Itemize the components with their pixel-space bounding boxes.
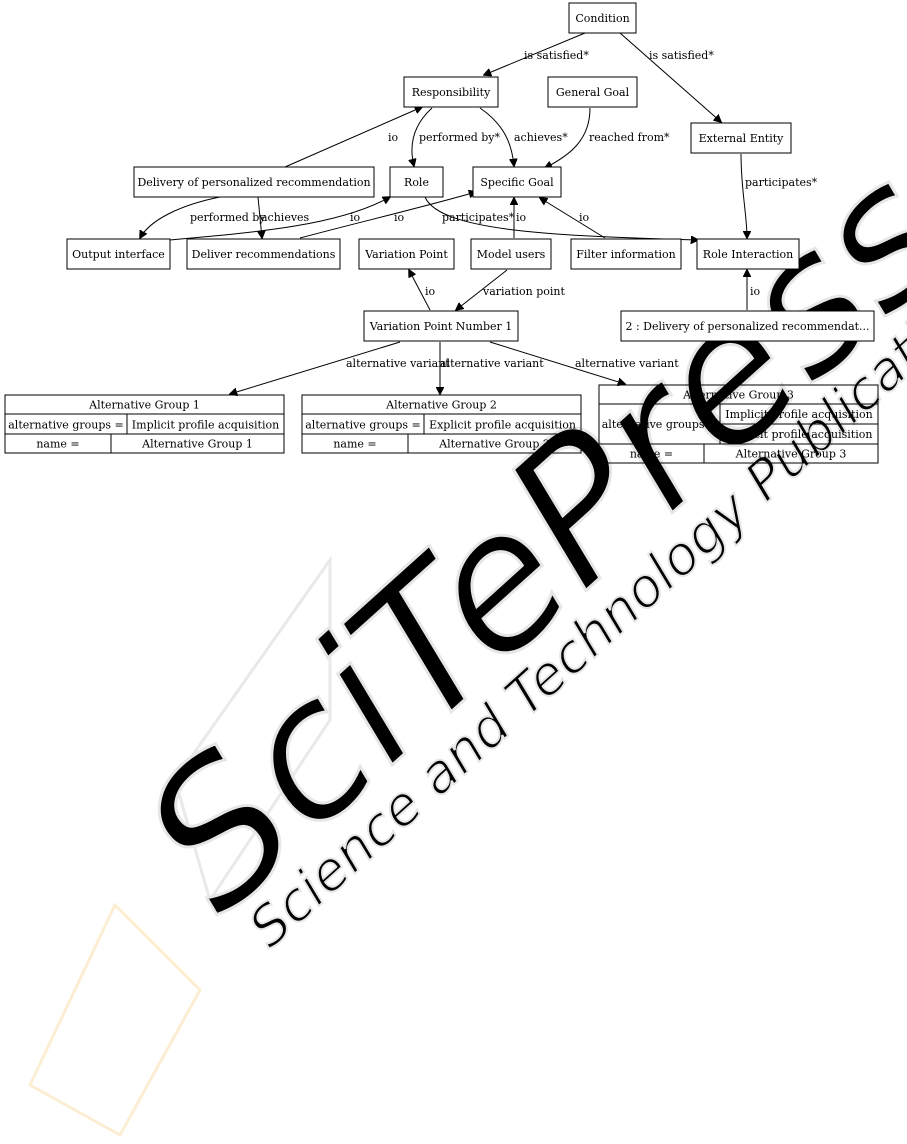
table-2-key-name: name = bbox=[333, 438, 376, 451]
table-alternative-group-3: Alternative Group 3 alternative groups =… bbox=[598, 384, 879, 464]
edge-label-alt-variant-1: alternative variant bbox=[346, 357, 450, 370]
node-responsibility: Responsibility bbox=[403, 76, 499, 108]
node-delivery-label: Delivery of personalized recommendation bbox=[137, 176, 370, 189]
node-delivery-2: 2 : Delivery of personalized recommendat… bbox=[620, 310, 875, 342]
node-general-goal: General Goal bbox=[547, 76, 638, 108]
table-1-key-groups: alternative groups = bbox=[8, 419, 123, 432]
node-external-entity-label: External Entity bbox=[699, 132, 785, 145]
edge-label-achieves-star: achieves* bbox=[514, 131, 568, 144]
edge-label-participates-1: participates* bbox=[745, 176, 818, 189]
edge-filter-information-specific-goal bbox=[540, 198, 606, 239]
edge-label-alt-variant-3: alternative variant bbox=[575, 357, 679, 370]
table-3-value-groups-1: Implicit profile acquisition bbox=[725, 408, 872, 421]
edge-label-alt-variant-2: alternative variant bbox=[440, 357, 544, 370]
node-specific-goal-label: Specific Goal bbox=[480, 176, 554, 189]
table-3-value-name: Alternative Group 3 bbox=[735, 448, 847, 461]
edge-vpn1-alt-group-1 bbox=[230, 341, 401, 394]
table-1-title: Alternative Group 1 bbox=[88, 399, 200, 412]
table-1-value-name: Alternative Group 1 bbox=[141, 438, 253, 451]
node-delivery-2-label: 2 : Delivery of personalized recommendat… bbox=[625, 320, 869, 333]
table-3-key-groups: alternative groups = bbox=[602, 418, 717, 431]
edge-vpn1-alt-group-3 bbox=[489, 341, 625, 384]
edge-role-role-interaction bbox=[424, 196, 698, 240]
edge-label-achieves: achieves bbox=[261, 211, 310, 224]
edge-delivery-output-interface bbox=[140, 196, 221, 238]
edge-responsibility-specific-goal bbox=[479, 107, 514, 166]
node-output-interface: Output interface bbox=[66, 238, 171, 270]
edge-deliver-recommendations-specific-goal bbox=[299, 192, 476, 239]
node-variation-point-label: Variation Point bbox=[364, 248, 448, 261]
edge-output-interface-role bbox=[169, 197, 390, 241]
node-model-users-label: Model users bbox=[477, 248, 546, 261]
table-1-value-groups: Implicit profile acquisition bbox=[132, 419, 279, 432]
edge-label-io-3: io bbox=[394, 211, 405, 224]
table-1-key-name: name = bbox=[36, 438, 79, 451]
edge-label-reached-from: reached from* bbox=[589, 131, 670, 144]
table-3-value-groups-2: Explicit profile acquisition bbox=[726, 428, 873, 441]
node-deliver-recommendations-label: Deliver recommendations bbox=[192, 248, 336, 261]
edge-external-entity-role-interaction bbox=[740, 153, 747, 238]
node-output-interface-label: Output interface bbox=[72, 248, 165, 261]
edge-label-is-satisfied-2: is satisfied* bbox=[649, 49, 714, 62]
node-general-goal-label: General Goal bbox=[556, 86, 630, 99]
node-filter-information: Filter information bbox=[570, 238, 682, 270]
edge-model-users-vpn1 bbox=[456, 269, 508, 310]
node-delivery-of-personalized-recommendation: Delivery of personalized recommendation bbox=[133, 166, 375, 198]
node-responsibility-label: Responsibility bbox=[412, 86, 491, 99]
edge-label-performed-by: performed by bbox=[190, 211, 266, 224]
table-alternative-group-1: Alternative Group 1 alternative groups =… bbox=[4, 394, 285, 454]
table-alternative-group-2: Alternative Group 2 alternative groups =… bbox=[301, 394, 582, 454]
node-external-entity: External Entity bbox=[690, 122, 792, 154]
edge-condition-responsibility bbox=[484, 32, 586, 75]
node-role-label: Role bbox=[404, 176, 429, 189]
edge-vpn1-variation-point bbox=[409, 270, 431, 311]
node-condition: Condition bbox=[568, 2, 637, 34]
edge-condition-external-entity bbox=[619, 32, 721, 122]
edge-label-variation-point: variation point bbox=[482, 285, 566, 298]
node-deliver-recommendations: Deliver recommendations bbox=[186, 238, 341, 270]
edge-responsibility-role bbox=[412, 107, 433, 166]
node-condition-label: Condition bbox=[575, 12, 629, 25]
table-3-key-name: name = bbox=[630, 448, 673, 461]
edge-label-participates-2: participates* bbox=[442, 211, 515, 224]
scitepress-watermark: SciTePress Science and Technology Public… bbox=[28, 122, 907, 1138]
edge-label-io-5: io bbox=[579, 211, 590, 224]
watermark-yellow-shape bbox=[28, 902, 202, 1138]
node-vpn1-label: Variation Point Number 1 bbox=[369, 320, 513, 333]
edge-general-goal-specific-goal bbox=[545, 107, 591, 168]
node-specific-goal: Specific Goal bbox=[472, 166, 562, 198]
node-role-interaction: Role Interaction bbox=[696, 238, 800, 270]
node-variation-point-number-1: Variation Point Number 1 bbox=[363, 310, 519, 342]
edge-label-io-6: io bbox=[425, 285, 436, 298]
node-role-interaction-label: Role Interaction bbox=[703, 248, 793, 261]
table-2-key-groups: alternative groups = bbox=[305, 419, 420, 432]
table-3-title: Alternative Group 3 bbox=[682, 389, 794, 402]
table-2-value-name: Alternative Group 2 bbox=[438, 438, 550, 451]
table-2-value-groups: Explicit profile acquisition bbox=[429, 419, 576, 432]
edge-label-io-4: io bbox=[516, 211, 527, 224]
edge-label-performed-by-star: performed by* bbox=[419, 131, 500, 144]
node-model-users: Model users bbox=[470, 238, 552, 270]
edge-label-io-2: io bbox=[350, 211, 361, 224]
edge-label-io-7: io bbox=[750, 285, 761, 298]
node-variation-point: Variation Point bbox=[358, 238, 455, 270]
watermark-gray-shape bbox=[173, 555, 332, 904]
table-2-title: Alternative Group 2 bbox=[385, 399, 497, 412]
node-role: Role bbox=[389, 166, 444, 198]
edge-label-is-satisfied-1: is satisfied* bbox=[524, 49, 589, 62]
edge-delivery-responsibility bbox=[284, 107, 422, 168]
edge-label-io-1: io bbox=[388, 131, 399, 144]
node-filter-information-label: Filter information bbox=[576, 248, 676, 261]
